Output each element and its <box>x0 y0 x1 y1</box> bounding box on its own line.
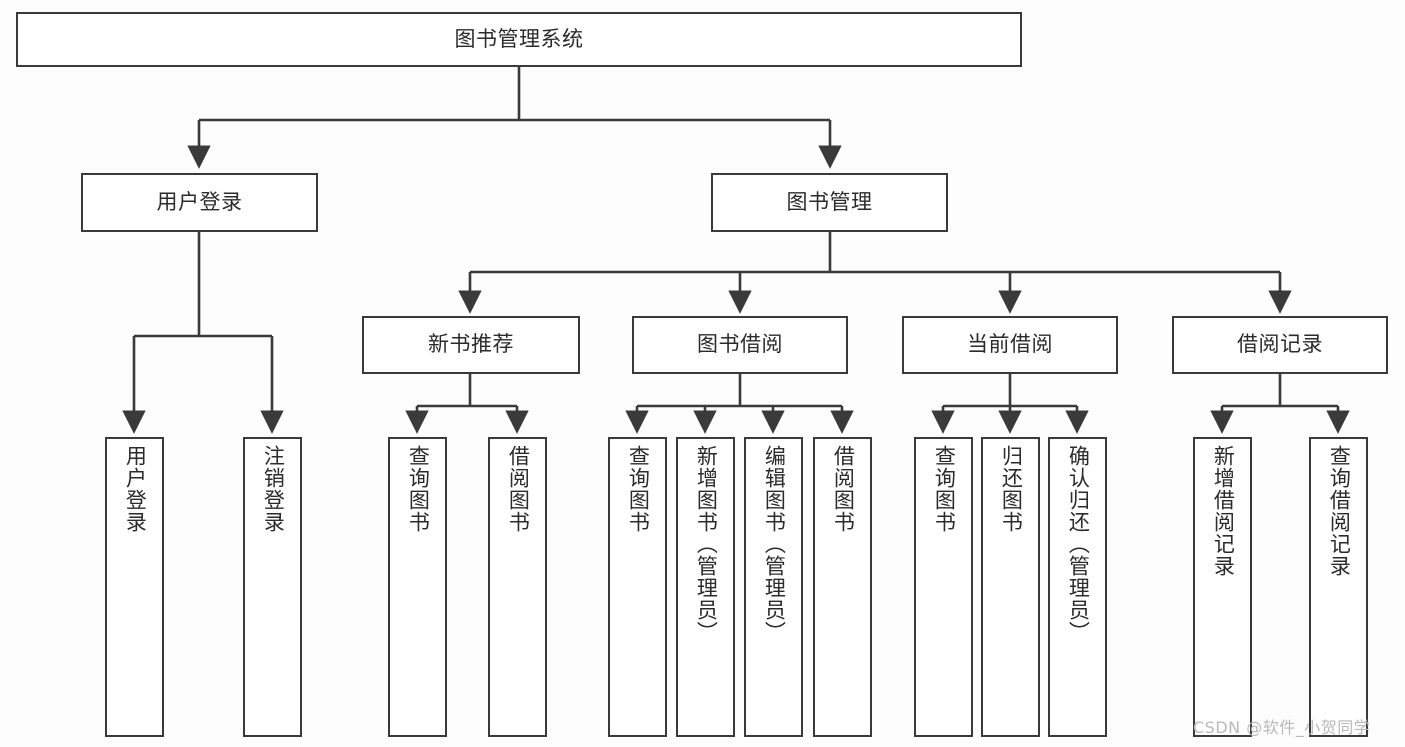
node-label: 新增图书（管理员） <box>694 445 719 643</box>
leaf-current-query-book[interactable]: 查询图书 <box>914 437 973 737</box>
node-label: 查询图书 <box>932 445 957 533</box>
node-current-borrow[interactable]: 当前借阅 <box>902 316 1118 374</box>
leaf-record-add-record[interactable]: 新增借阅记录 <box>1193 437 1252 737</box>
node-root-system[interactable]: 图书管理系统 <box>16 12 1022 67</box>
node-label: 编辑图书（管理员） <box>762 445 787 643</box>
leaf-borrow-add-book[interactable]: 新增图书（管理员） <box>676 437 735 737</box>
node-label: 图书管理 <box>786 189 873 214</box>
leaf-borrow-edit-book[interactable]: 编辑图书（管理员） <box>744 437 803 737</box>
node-label: 新增借阅记录 <box>1211 445 1236 577</box>
node-label: 注销登录 <box>261 445 286 533</box>
node-label: 用户登录 <box>123 445 148 533</box>
node-new-book-recommend[interactable]: 新书推荐 <box>362 316 580 374</box>
node-label: 用户登录 <box>156 189 243 214</box>
node-label: 借阅图书 <box>831 445 856 533</box>
leaf-record-query-record[interactable]: 查询借阅记录 <box>1309 437 1368 737</box>
leaf-current-confirm-return[interactable]: 确认归还（管理员） <box>1048 437 1107 737</box>
leaf-borrow-query-book[interactable]: 查询图书 <box>608 437 667 737</box>
node-label: 查询借阅记录 <box>1327 445 1352 577</box>
node-label: 确认归还（管理员） <box>1066 445 1091 643</box>
leaf-borrow-borrow-book[interactable]: 借阅图书 <box>813 437 872 737</box>
node-book-borrow[interactable]: 图书借阅 <box>632 316 848 374</box>
node-label: 归还图书 <box>999 445 1024 533</box>
leaf-user-login-logout[interactable]: 注销登录 <box>243 437 302 737</box>
leaf-current-return-book[interactable]: 归还图书 <box>981 437 1040 737</box>
node-label: 借阅记录 <box>1237 332 1323 357</box>
node-label: 查询图书 <box>626 445 651 533</box>
node-label: 当前借阅 <box>967 332 1053 357</box>
leaf-recommend-query-book[interactable]: 查询图书 <box>388 437 447 737</box>
node-label: 图书借阅 <box>697 332 783 357</box>
node-borrow-record[interactable]: 借阅记录 <box>1172 316 1388 374</box>
node-book-management[interactable]: 图书管理 <box>711 173 948 232</box>
node-label: 新书推荐 <box>428 332 514 357</box>
node-label: 借阅图书 <box>506 445 531 533</box>
node-label: 查询图书 <box>406 445 431 533</box>
csdn-watermark: CSDN @软件_小贺同学 <box>1193 718 1371 737</box>
node-user-login[interactable]: 用户登录 <box>81 173 318 232</box>
leaf-recommend-borrow-book[interactable]: 借阅图书 <box>488 437 547 737</box>
leaf-user-login-login[interactable]: 用户登录 <box>105 437 164 737</box>
node-label: 图书管理系统 <box>454 26 584 51</box>
